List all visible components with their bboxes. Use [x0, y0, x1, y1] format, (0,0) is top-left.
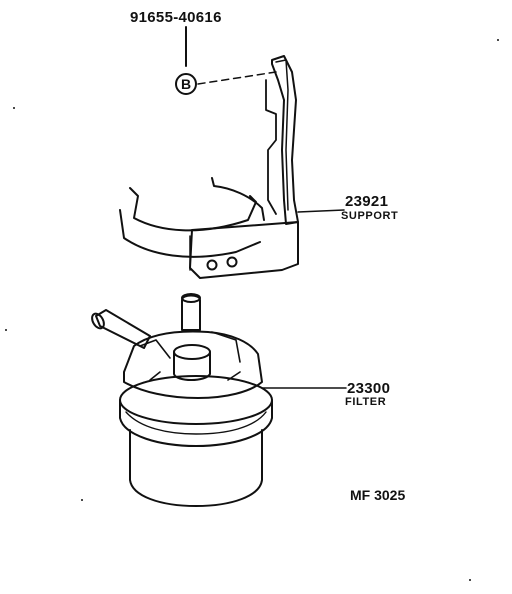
bolt-ref-circle — [175, 73, 197, 95]
scan-specks — [5, 39, 499, 581]
clamp-ring — [119, 177, 265, 258]
mount-hole — [226, 256, 238, 268]
fuel-filter — [91, 293, 347, 507]
bracket-arm-inner — [275, 59, 289, 211]
bolt-part-number: 91655-40616 — [130, 9, 222, 26]
diagram-reference-code: MF 3025 — [350, 487, 406, 503]
cap-tabs — [139, 331, 241, 381]
outlet-nipple-top — [181, 293, 201, 303]
center-boss — [173, 351, 211, 381]
bolt-ref-letter: B — [181, 76, 191, 92]
filter-rim-upper — [119, 375, 273, 425]
support-bracket — [119, 55, 345, 279]
filter-cap — [123, 330, 263, 399]
filter-canister — [129, 429, 263, 507]
bolt-dashed-leader — [197, 71, 277, 85]
bracket-hook — [265, 79, 277, 215]
support-part-name: SUPPORT — [341, 210, 399, 222]
mount-hole — [206, 259, 218, 271]
filter-rim-band — [119, 399, 273, 447]
support-leader-line — [297, 209, 345, 213]
filter-rim-inner — [125, 411, 267, 435]
inlet-pipe-end — [91, 312, 105, 330]
inlet-pipe — [95, 309, 151, 349]
center-boss-top — [173, 344, 211, 360]
outlet-nipple — [181, 294, 201, 331]
filter-part-number: 23300 — [347, 380, 391, 397]
filter-part-name: FILTER — [345, 396, 387, 408]
bolt-callout: B — [175, 26, 277, 95]
support-part-number: 23921 — [345, 193, 389, 210]
